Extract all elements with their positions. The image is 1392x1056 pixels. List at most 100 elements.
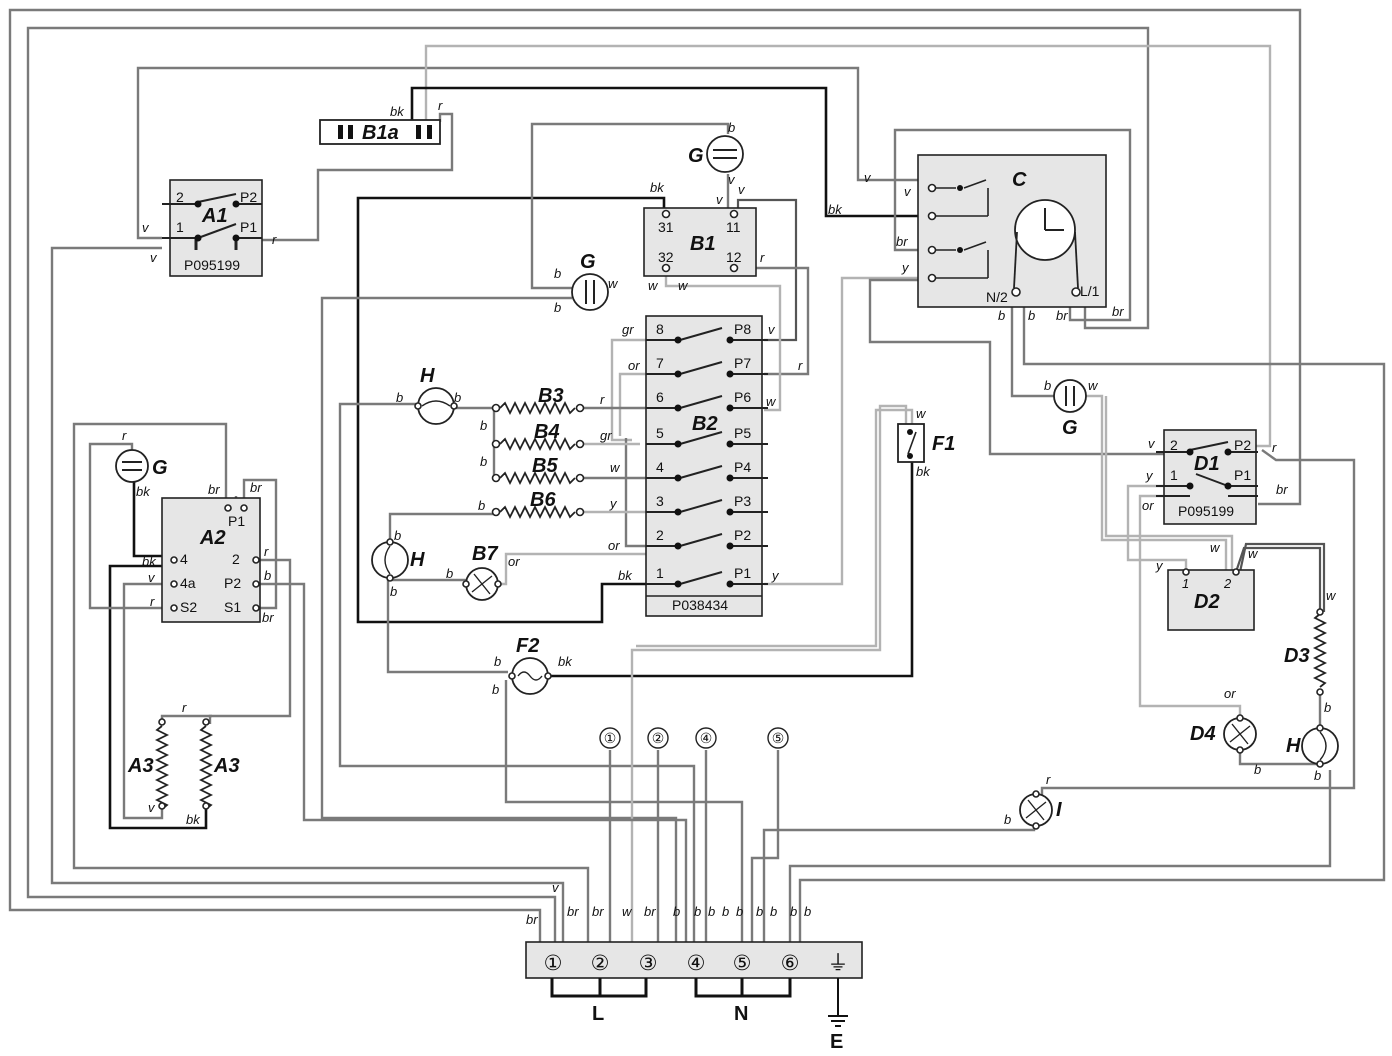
wire-outer-3 bbox=[50, 246, 565, 942]
a2-pin-s2: S2 bbox=[180, 599, 197, 615]
wire-g-top bbox=[530, 122, 730, 290]
h3-wire-b: b bbox=[1314, 768, 1321, 783]
d2-pin-1: 1 bbox=[1182, 576, 1189, 591]
wire-a2-2 bbox=[208, 558, 292, 724]
wire-d1-y bbox=[1126, 484, 1188, 572]
b2-wire-gr2: gr bbox=[600, 428, 612, 443]
c-wire-br3: br bbox=[1112, 304, 1124, 319]
d1-wire-r: r bbox=[1272, 440, 1277, 455]
b2-right-pin: P8 bbox=[734, 321, 751, 337]
marker-1: ① bbox=[604, 730, 617, 746]
g-capacitor-left: G r bk bbox=[115, 428, 168, 499]
wire-a2-4-loop bbox=[108, 564, 208, 830]
d2-wire-w1: w bbox=[1210, 540, 1221, 555]
terminal-wire-code: b bbox=[673, 904, 680, 919]
b2-wire-w2: w bbox=[766, 394, 777, 409]
b2-wire-y: y bbox=[609, 496, 618, 511]
terminal-6: ⑥ bbox=[781, 951, 800, 975]
h1-wire-b1: b bbox=[396, 390, 403, 405]
wire-d2-w2 bbox=[1238, 542, 1326, 612]
a2-wire-br2: br bbox=[250, 480, 262, 495]
h-label-2: H bbox=[410, 549, 425, 571]
wire-f2-bk bbox=[550, 460, 914, 678]
d3-label: D3 bbox=[1284, 645, 1310, 667]
wire-b1a-top bbox=[424, 44, 1272, 448]
b2-wire-gr: gr bbox=[622, 322, 634, 337]
terminal-wire-code: br bbox=[567, 904, 579, 919]
g-mid-wire-b1: b bbox=[554, 266, 561, 281]
terminal-wire-code: br bbox=[526, 912, 538, 927]
heater-wire-b3: b bbox=[478, 498, 485, 513]
b2-right-pin: P5 bbox=[734, 425, 751, 441]
b2-left-pin: 1 bbox=[656, 565, 664, 581]
f1-label: F1 bbox=[932, 433, 955, 455]
wire-g-right2 bbox=[1104, 396, 1234, 570]
wire-p1-y bbox=[764, 276, 930, 586]
d3-wire-w: w bbox=[1326, 588, 1337, 603]
d1-pin-1: 1 bbox=[1170, 467, 1178, 483]
d1-label: D1 bbox=[1194, 453, 1220, 475]
terminal-earth: ⏚ bbox=[828, 951, 849, 975]
heaters: B3 B4 B5 B6 b b b bbox=[478, 385, 585, 520]
wire-outer-2 bbox=[26, 26, 1150, 942]
b2-left-pin: 5 bbox=[656, 425, 664, 441]
d2-label: D2 bbox=[1194, 591, 1220, 613]
earth-label: E bbox=[830, 1031, 843, 1053]
a2-wire-r: r bbox=[150, 594, 155, 609]
b3-label: B3 bbox=[538, 385, 564, 407]
terminal-wire-code: w bbox=[622, 904, 633, 919]
wire-h2-f2 bbox=[386, 580, 508, 674]
b2-left-pin: 4 bbox=[656, 459, 664, 475]
d4-label: D4 bbox=[1190, 723, 1216, 745]
a1-code: P095199 bbox=[184, 257, 240, 273]
d1-pin-p1: P1 bbox=[1234, 467, 1251, 483]
g-capacitor-right: G b w bbox=[1044, 378, 1099, 439]
wire-a2-s1 bbox=[242, 478, 278, 610]
terminal-wire-code: b bbox=[722, 904, 729, 919]
g-label-mid: G bbox=[580, 251, 596, 273]
a2-wire-r2: r bbox=[264, 544, 269, 559]
wire-h3-term bbox=[788, 770, 1332, 942]
c-wire-b1: b bbox=[998, 308, 1005, 323]
a2-component: P1 4 2 4a P2 S2 S1 A2 br br bk v r r b b… bbox=[142, 480, 274, 625]
b6-coil bbox=[499, 504, 576, 520]
b2-right-pin: P7 bbox=[734, 355, 751, 371]
wire-b1a-r bbox=[262, 112, 454, 242]
a3-label-1: A3 bbox=[127, 755, 154, 777]
d4-wire-b: b bbox=[1254, 762, 1261, 777]
wire-outer-4 bbox=[72, 422, 590, 942]
wire-a2-s2 bbox=[88, 442, 170, 610]
f2-wire-b2: b bbox=[492, 682, 499, 697]
wire-b6-left bbox=[388, 512, 494, 544]
d2-pin-2: 2 bbox=[1223, 576, 1232, 591]
f1-wire-w: w bbox=[916, 406, 927, 421]
a3-wire-bk: bk bbox=[186, 812, 201, 827]
i-wire-r: r bbox=[1046, 772, 1051, 787]
a2-wire-bk: bk bbox=[142, 554, 157, 569]
g-mid-wire-b2: b bbox=[554, 300, 561, 315]
c-wire-br2: br bbox=[1056, 308, 1068, 323]
marker-4: ④ bbox=[700, 730, 713, 746]
wire-c-n2 bbox=[1010, 296, 1058, 398]
b7-fan: B7 b or bbox=[446, 543, 520, 601]
wire-b1a-bk bbox=[410, 86, 928, 218]
b4-label: B4 bbox=[534, 421, 560, 443]
wire-i-b bbox=[762, 822, 1036, 942]
g-top-wire-v: v bbox=[728, 172, 736, 187]
b1a-component: B1a bk r bbox=[319, 98, 443, 145]
a1-pin-2: 2 bbox=[176, 189, 184, 205]
b2-wire-y2: y bbox=[771, 568, 780, 583]
b1-label: B1 bbox=[690, 233, 716, 255]
a3-label-2: A3 bbox=[213, 755, 240, 777]
a1-component: 2 P2 1 P1 A1 P095199 v v r bbox=[142, 179, 277, 277]
wire-d1-or bbox=[1138, 494, 1242, 716]
h-label-1: H bbox=[420, 365, 435, 387]
f1-wire-bk: bk bbox=[916, 464, 931, 479]
terminal-2: ② bbox=[591, 951, 610, 975]
marker-5: ⑤ bbox=[772, 730, 785, 746]
c-wire-bk: bk bbox=[828, 202, 843, 217]
b1-wire-w2: w bbox=[678, 278, 689, 293]
h-lamp-1: H b b bbox=[396, 365, 461, 425]
a3-wire-v: v bbox=[148, 800, 156, 815]
